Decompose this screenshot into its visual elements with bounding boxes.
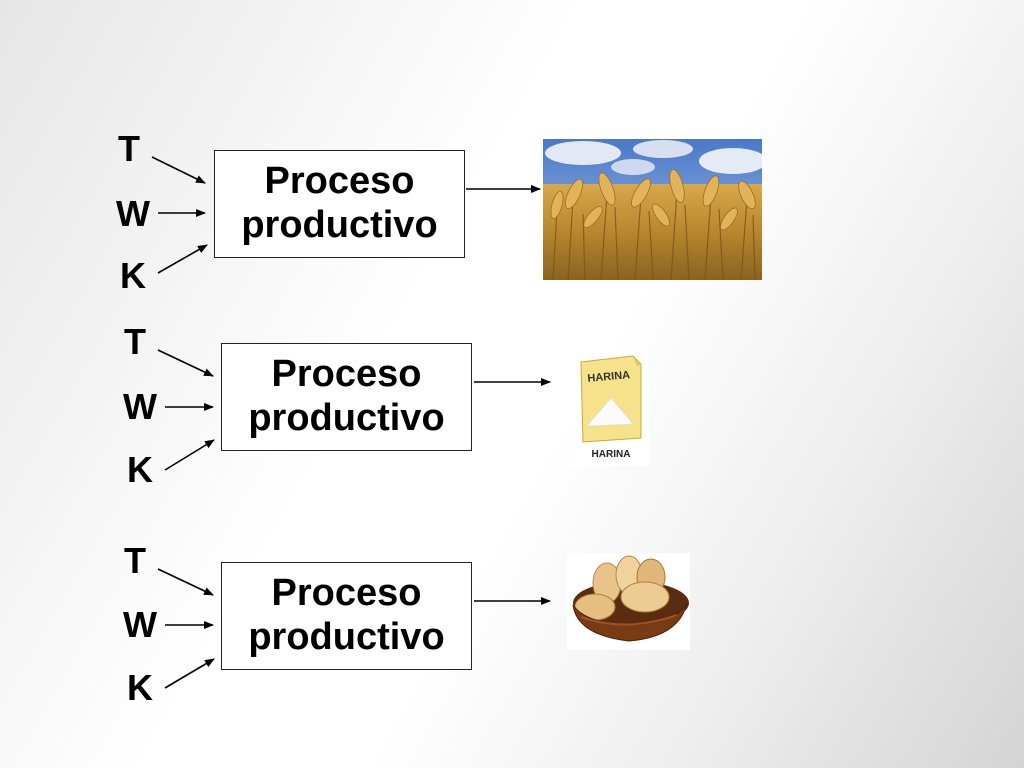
input-k-2: K	[127, 449, 153, 490]
bread-basket-image	[567, 553, 690, 650]
process-box-3: Proceso productivo	[221, 562, 472, 670]
process-box-1-line2: productivo	[241, 204, 438, 246]
input-w-2: W	[123, 386, 157, 427]
input-w-1: W	[116, 193, 150, 234]
process-box-2: Proceso productivo	[221, 343, 472, 451]
flour-caption: HARINA	[592, 449, 631, 460]
arrow-t-to-process-2	[157, 349, 214, 377]
input-k-1: K	[120, 255, 146, 296]
arrow-k-to-process-3	[164, 658, 215, 689]
process-box-2-line2: productivo	[248, 397, 445, 439]
process-box-3-line2: productivo	[248, 616, 445, 658]
process-box-3-line1: Proceso	[271, 572, 422, 615]
arrow-k-to-process-2	[164, 439, 215, 471]
flour-bag-image: HARINA HARINA	[573, 350, 649, 466]
input-w-3: W	[123, 604, 157, 645]
input-t-2: T	[124, 321, 146, 362]
wheat-field-image	[543, 139, 762, 280]
arrow-k-to-process-1	[157, 244, 208, 274]
arrow-t-to-process-1	[151, 156, 206, 184]
arrow-t-to-process-3	[157, 568, 214, 596]
process-box-2-line1: Proceso	[271, 353, 422, 396]
input-t-1: T	[118, 128, 140, 169]
process-box-1: Proceso productivo	[214, 150, 465, 258]
input-t-3: T	[124, 540, 146, 581]
input-k-3: K	[127, 667, 153, 708]
process-box-1-line1: Proceso	[264, 160, 415, 203]
flour-bag-text: HARINA	[587, 369, 631, 385]
